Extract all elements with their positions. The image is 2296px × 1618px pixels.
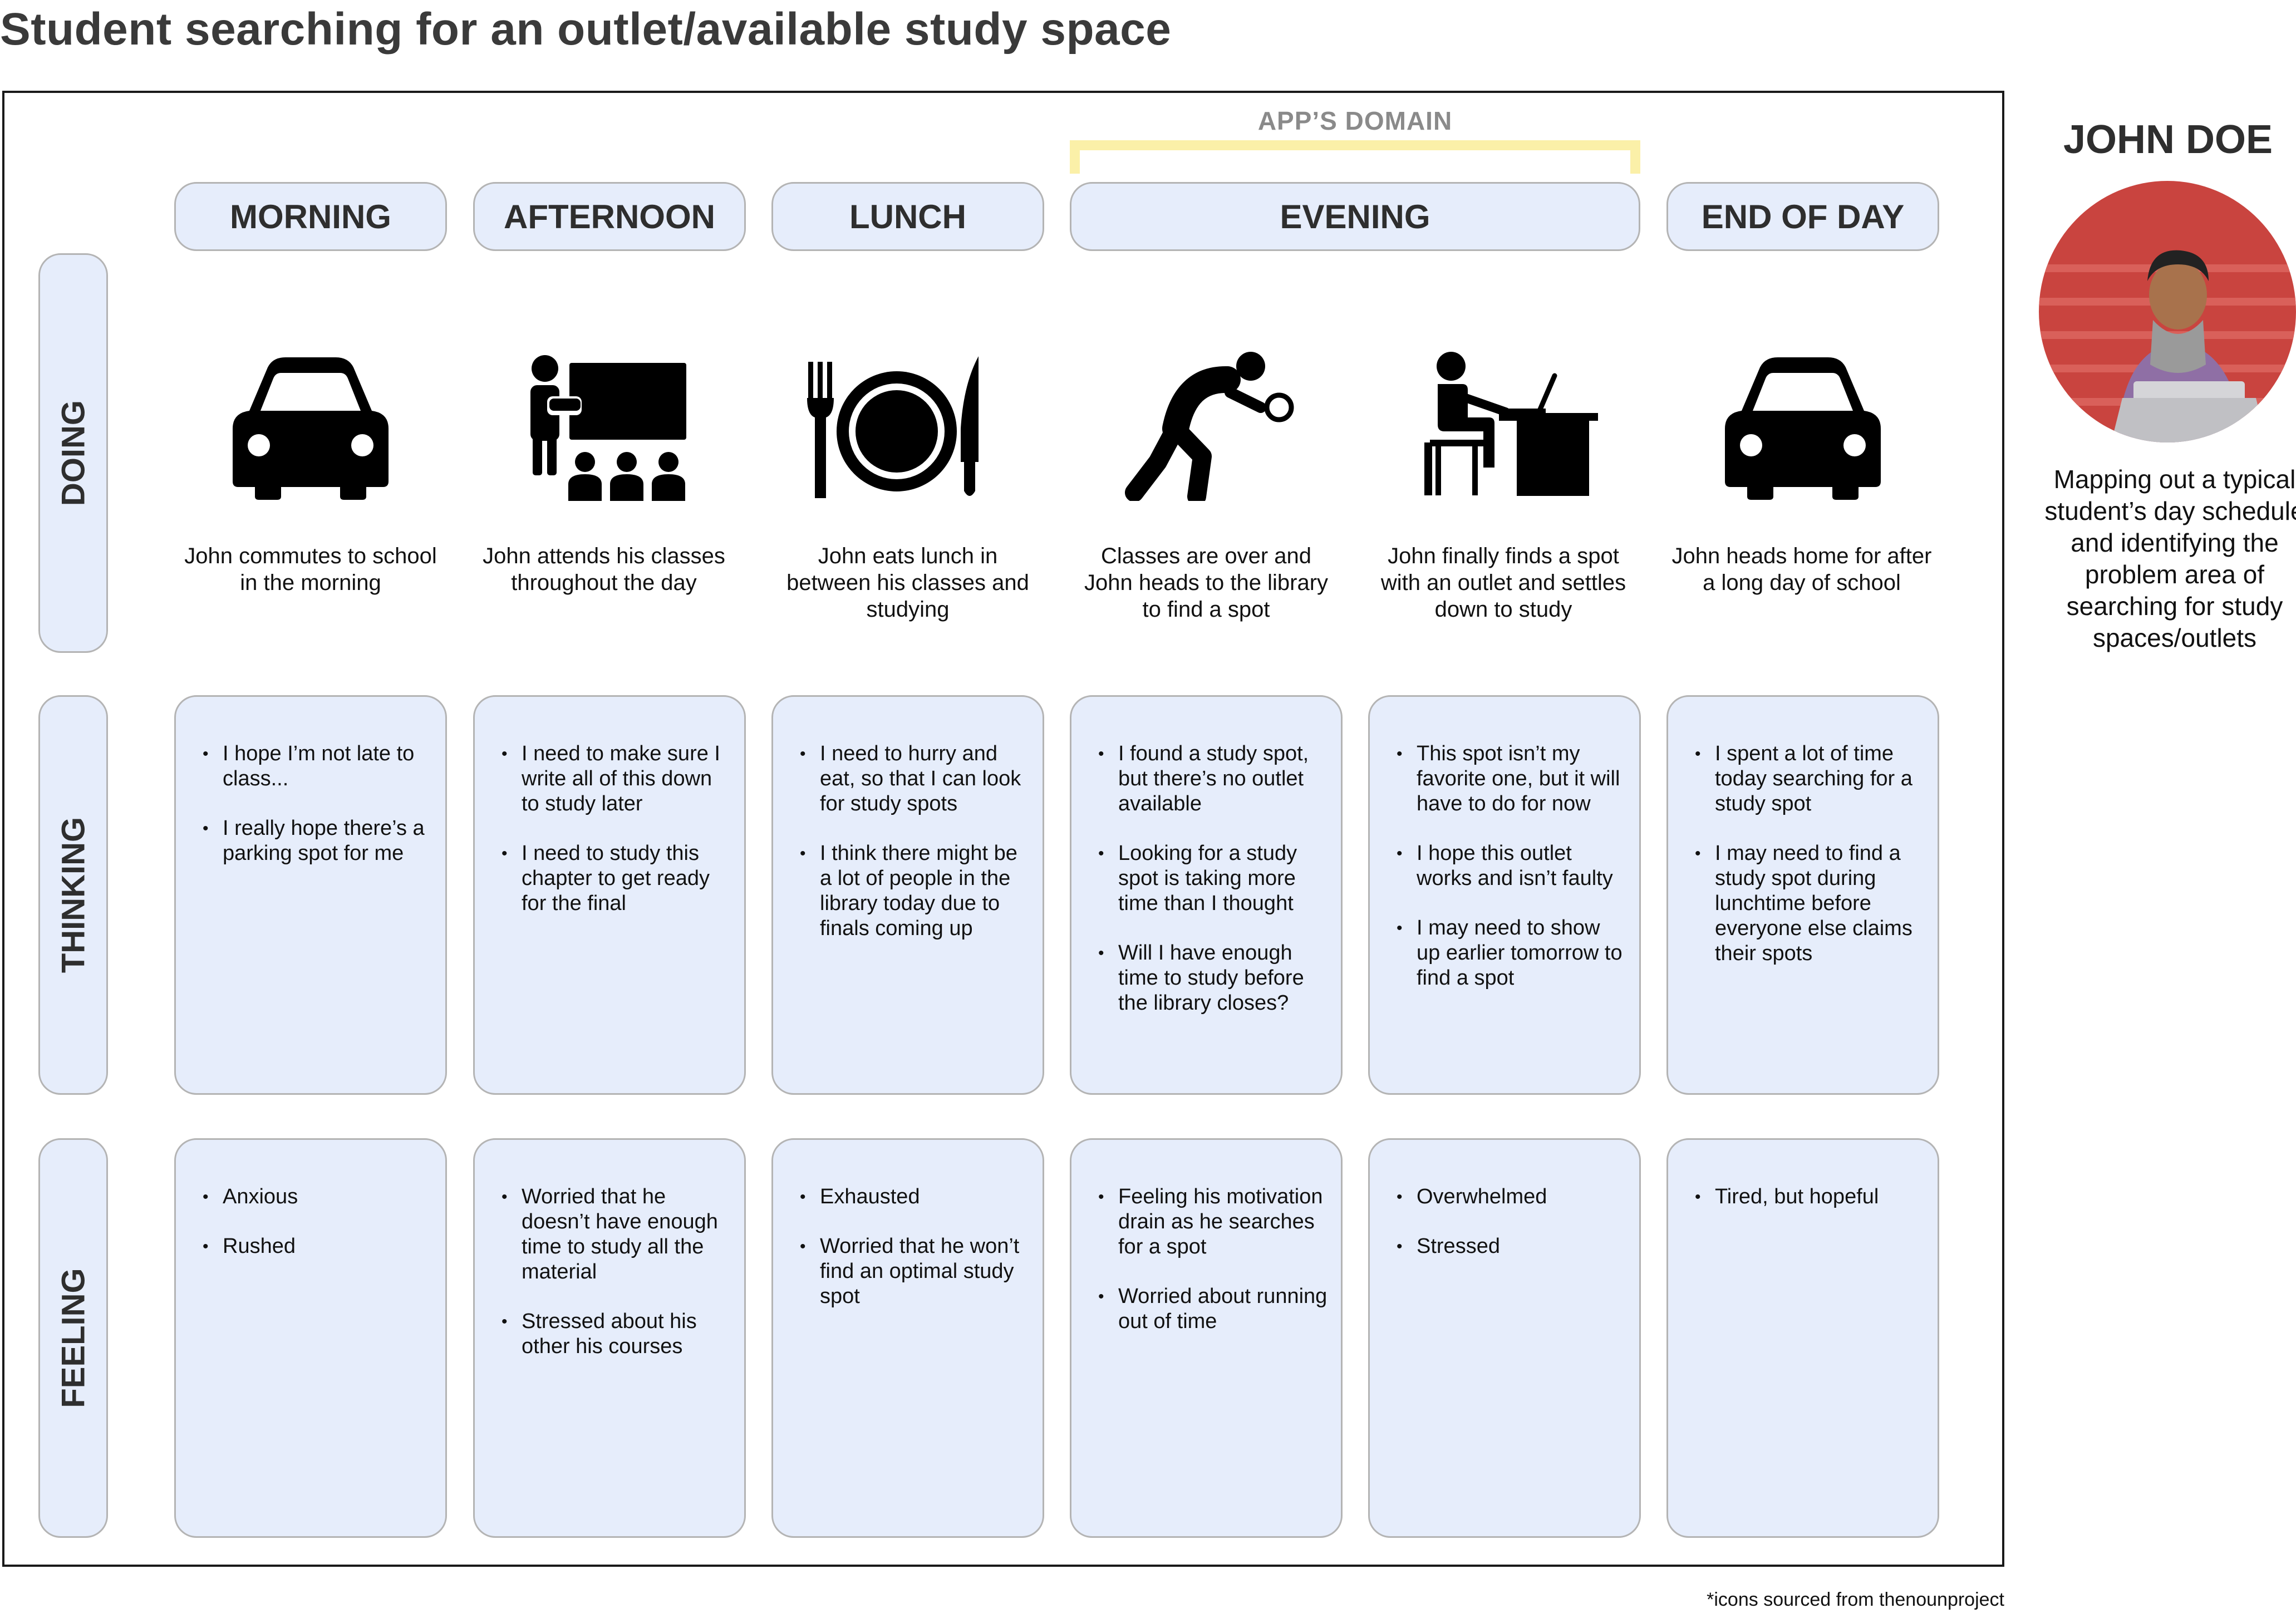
classroom-teacher-icon <box>514 351 697 501</box>
doing-text-afternoon: John attends his classes throughout the … <box>483 544 725 595</box>
feeling-bullet: Worried that he doesn’t have enough time… <box>502 1184 733 1285</box>
thinking-bullet: I hope I’m not late to class... <box>203 741 434 791</box>
row-header-thinking-label: THINKING <box>55 817 91 973</box>
person-searching-icon <box>1119 351 1302 501</box>
icon-attribution-footnote: *icons sourced from thenounproject <box>1707 1589 2004 1610</box>
row-header-feeling-label: FEELING <box>55 1268 91 1408</box>
thinking-bullet: I need to make sure I write all of this … <box>502 741 733 817</box>
thinking-bullet: I need to study this chapter to get read… <box>502 841 733 916</box>
thinking-bullet: This spot isn’t my favorite one, but it … <box>1397 741 1628 817</box>
person-at-desk-laptop-icon <box>1417 351 1600 501</box>
row-header-feeling: FEELING <box>38 1138 108 1538</box>
doing-text-lunch: John eats lunch in between his classes a… <box>786 544 1029 622</box>
doing-text-evening-study: John finally finds a spot with an outlet… <box>1380 544 1626 622</box>
feeling-card-end-of-day: Tired, but hopeful <box>1666 1138 1939 1538</box>
thinking-bullet: I may need to find a study spot during l… <box>1695 841 1926 966</box>
column-header-evening: EVENING <box>1070 182 1640 251</box>
feeling-bullet: Worried that he won’t find an optimal st… <box>800 1234 1031 1309</box>
feeling-bullet: Overwhelmed <box>1397 1184 1628 1209</box>
column-header-lunch: LUNCH <box>771 182 1044 251</box>
doing-text-morning: John commutes to school in the morning <box>184 544 437 595</box>
feeling-bullet: Feeling his motivation drain as he searc… <box>1098 1184 1330 1260</box>
column-header-morning: MORNING <box>174 182 447 251</box>
feeling-card-evening-study: Overwhelmed Stressed <box>1368 1138 1641 1538</box>
feeling-card-morning: Anxious Rushed <box>174 1138 447 1538</box>
thinking-card-evening-library: I found a study spot, but there’s no out… <box>1070 695 1343 1095</box>
thinking-bullet: I really hope there’s a parking spot for… <box>203 816 434 866</box>
thinking-bullet: I think there might be a lot of people i… <box>800 841 1031 941</box>
page-title: Student searching for an outlet/availabl… <box>0 4 1172 55</box>
doing-text-evening-library: Classes are over and John heads to the l… <box>1084 544 1329 622</box>
feeling-bullet: Worried about running out of time <box>1098 1284 1330 1334</box>
column-header-end-of-day: END OF DAY <box>1666 182 1939 251</box>
thinking-bullet: I hope this outlet works and isn’t fault… <box>1397 841 1628 891</box>
persona-description: Mapping out a typical student’s day sche… <box>2044 465 2296 652</box>
feeling-bullet: Rushed <box>203 1234 434 1259</box>
thinking-bullet: Looking for a study spot is taking more … <box>1098 841 1330 916</box>
row-header-doing: DOING <box>38 253 108 653</box>
feeling-card-lunch: Exhausted Worried that he won’t find an … <box>771 1138 1044 1538</box>
column-header-afternoon: AFTERNOON <box>473 182 746 251</box>
persona-name: JOHN DOE <box>2063 117 2273 162</box>
thinking-card-afternoon: I need to make sure I write all of this … <box>473 695 746 1095</box>
car-icon <box>1711 351 1895 501</box>
feeling-card-afternoon: Worried that he doesn’t have enough time… <box>473 1138 746 1538</box>
thinking-card-evening-study: This spot isn’t my favorite one, but it … <box>1368 695 1641 1095</box>
thinking-bullet: I found a study spot, but there’s no out… <box>1098 741 1330 817</box>
feeling-card-evening-library: Feeling his motivation drain as he searc… <box>1070 1138 1343 1538</box>
feeling-bullet: Stressed <box>1397 1234 1628 1259</box>
row-header-thinking: THINKING <box>38 695 108 1095</box>
plate-fork-knife-icon <box>805 351 989 501</box>
apps-domain-label: APP’S DOMAIN <box>1257 106 1453 135</box>
doing-text-end-of-day: John heads home for after a long day of … <box>1671 544 1932 595</box>
feeling-bullet: Anxious <box>203 1184 434 1209</box>
thinking-card-morning: I hope I’m not late to class... I really… <box>174 695 447 1095</box>
feeling-bullet: Tired, but hopeful <box>1695 1184 1926 1209</box>
persona-photo <box>2039 181 2296 442</box>
thinking-card-lunch: I need to hurry and eat, so that I can l… <box>771 695 1044 1095</box>
thinking-bullet: I need to hurry and eat, so that I can l… <box>800 741 1031 817</box>
thinking-bullet: Will I have enough time to study before … <box>1098 941 1330 1016</box>
row-header-doing-label: DOING <box>55 400 91 506</box>
thinking-bullet: I may need to show up earlier tomorrow t… <box>1397 916 1628 991</box>
thinking-bullet: I spent a lot of time today searching fo… <box>1695 741 1926 817</box>
journey-map-frame <box>2 91 2004 1567</box>
feeling-bullet: Exhausted <box>800 1184 1031 1209</box>
car-icon <box>219 351 402 501</box>
apps-domain-bracket <box>1070 140 1640 174</box>
thinking-card-end-of-day: I spent a lot of time today searching fo… <box>1666 695 1939 1095</box>
feeling-bullet: Stressed about his other his courses <box>502 1309 733 1359</box>
